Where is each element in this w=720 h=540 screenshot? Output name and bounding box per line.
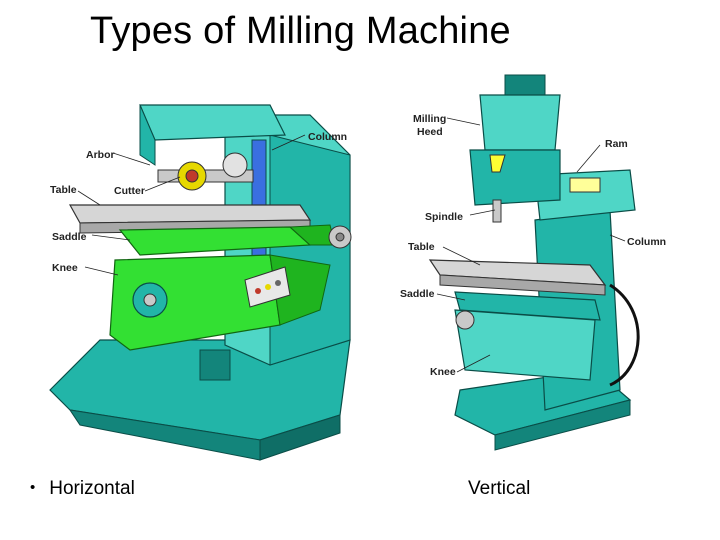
label-saddle: Saddle <box>400 288 435 300</box>
bullet-icon: • <box>30 479 36 496</box>
label-table: Table <box>50 184 77 196</box>
label-spindle: Spindle <box>425 211 463 223</box>
horizontal-milling-svg: Arbor Cutter Column Table Saddle Knee <box>49 104 352 461</box>
horizontal-milling-diagram: Arbor Cutter Column Table Saddle Knee <box>40 95 370 465</box>
caption-vertical: Vertical <box>468 478 531 499</box>
slide-title: Types of Milling Machine <box>90 10 511 52</box>
label-knee: Knee <box>430 366 456 378</box>
caption-horizontal-text: Horizontal <box>49 478 135 499</box>
vertical-milling-svg: Milling Heed Ram Spindle Column Table Sa… <box>400 74 666 451</box>
label-milling-line2: Heed <box>417 126 443 138</box>
caption-horizontal: • Horizontal <box>30 478 135 500</box>
label-ram: Ram <box>605 138 628 150</box>
label-arbor: Arbor <box>86 149 115 161</box>
label-knee: Knee <box>52 262 78 274</box>
label-milling-line1: Milling <box>413 113 446 125</box>
label-table: Table <box>408 241 435 253</box>
label-saddle: Saddle <box>52 231 87 243</box>
vertical-milling-diagram: Milling Heed Ram Spindle Column Table Sa… <box>395 70 675 460</box>
label-column: Column <box>308 131 347 143</box>
label-cutter: Cutter <box>114 185 145 197</box>
label-column: Column <box>627 236 666 248</box>
